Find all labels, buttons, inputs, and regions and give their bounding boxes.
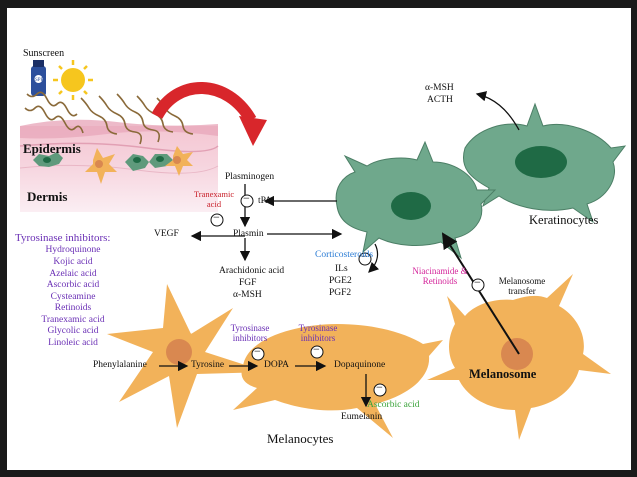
diagram-canvas: − − − − − − − Sunscreen SPF 50 Epidermis… — [7, 8, 631, 470]
alpha-msh-plasmin-label: α-MSH — [233, 290, 262, 300]
melanocytes-label: Melanocytes — [267, 431, 334, 446]
tranexamic-acid-label: Tranexamic acid — [193, 189, 235, 209]
melanosome-transfer-label: Melanosome transfer — [498, 276, 546, 297]
skin-melanocyte-cells — [85, 146, 193, 184]
inhibitor-item: Azelaic acid — [49, 268, 97, 279]
inhibit-symbol-tyrosinase-2: − — [313, 342, 320, 356]
plasmin-label: Plasmin — [233, 229, 264, 239]
tyrosinase-inhibitors-list: Tyrosinase inhibitors: Hydroquinone Koji… — [15, 232, 131, 350]
tyrosine-label: Tyrosine — [191, 360, 225, 370]
skin-keratinocyte-cells — [33, 152, 173, 171]
pgf2-label: PGF2 — [329, 288, 352, 298]
inhibitor-item: Glycolic acid — [47, 326, 99, 337]
tyrosinase-inhibitors-label-2: Tyrosinase inhibitors — [298, 323, 338, 344]
melanocyte-cell-right — [427, 274, 611, 440]
sunscreen-tube-icon — [31, 60, 46, 96]
niacinamide-retinoids-label: Niacinamide & Retinoids — [412, 266, 468, 287]
inhibitor-item: Retinoids — [54, 303, 92, 314]
sun-icon — [53, 60, 93, 100]
inhibitor-item: Cysteamine — [50, 291, 96, 302]
inhibitor-item: Tranexamic acid — [41, 314, 105, 325]
dopaquinone-label: Dopaquinone — [334, 360, 386, 370]
tyrosinase-inhibitors-label-1: Tyrosinase inhibitors — [230, 323, 270, 344]
inhibitor-item: Kojic acid — [53, 256, 93, 267]
inhibit-symbol-ascorbic: − — [376, 380, 383, 394]
sunscreen-label: Sunscreen — [23, 48, 65, 59]
epidermis-label: Epidermis — [23, 141, 81, 156]
keratinocytes-label: Keratinocytes — [529, 213, 599, 227]
inhibitor-item: Hydroquinone — [45, 245, 101, 256]
inhibitors-list-title: Tyrosinase inhibitors: — [15, 232, 111, 244]
inhibitor-item: Linoleic acid — [48, 338, 98, 349]
ils-label: ILs — [335, 264, 348, 274]
inhibit-symbol-niacinamide: − — [474, 275, 481, 289]
fgf-label: FGF — [239, 278, 257, 288]
dopa-label: DOPA — [264, 360, 289, 370]
inhibit-symbol-tpa: − — [243, 191, 250, 205]
diagram-graphics — [19, 60, 627, 440]
dermis-label: Dermis — [27, 189, 68, 204]
acth-label: ACTH — [427, 95, 453, 105]
keratinocyte-cell-back — [463, 102, 627, 224]
eumelanin-label: Eumelanin — [341, 412, 383, 422]
vegf-label: VEGF — [154, 229, 179, 239]
inhibition-circles — [210, 194, 485, 397]
arachidonic-acid-label: Arachidonic acid — [219, 266, 285, 276]
red-curved-arrow — [151, 82, 267, 146]
alpha-msh-top-label: α-MSH — [425, 83, 454, 93]
pge2-label: PGE2 — [329, 276, 352, 286]
tpa-label: tPA — [258, 196, 272, 206]
inhibit-symbol-tranexamic: − — [213, 210, 220, 224]
pathway-arrows — [159, 91, 520, 408]
melanocyte-cell-middle — [233, 324, 443, 438]
inhibitor-item: Ascorbic acid — [46, 280, 100, 291]
sunscreen-tube-text: SPF 50 — [35, 78, 44, 89]
ascorbic-acid-label: Ascorbic acid — [367, 400, 420, 410]
plasminogen-label: Plasminogen — [225, 172, 275, 182]
melanocyte-cell-left — [107, 284, 267, 428]
corticosteroids-label: Corticosteroids — [315, 250, 374, 260]
melanosome-label: Melanosome — [469, 367, 537, 381]
keratinocyte-cell-front — [335, 140, 497, 260]
inhibit-symbol-tyrosinase-1: − — [254, 344, 261, 358]
inhibit-symbol-corticosteroids: − — [361, 249, 368, 263]
phenylalanine-label: Phenylalanine — [93, 360, 147, 370]
